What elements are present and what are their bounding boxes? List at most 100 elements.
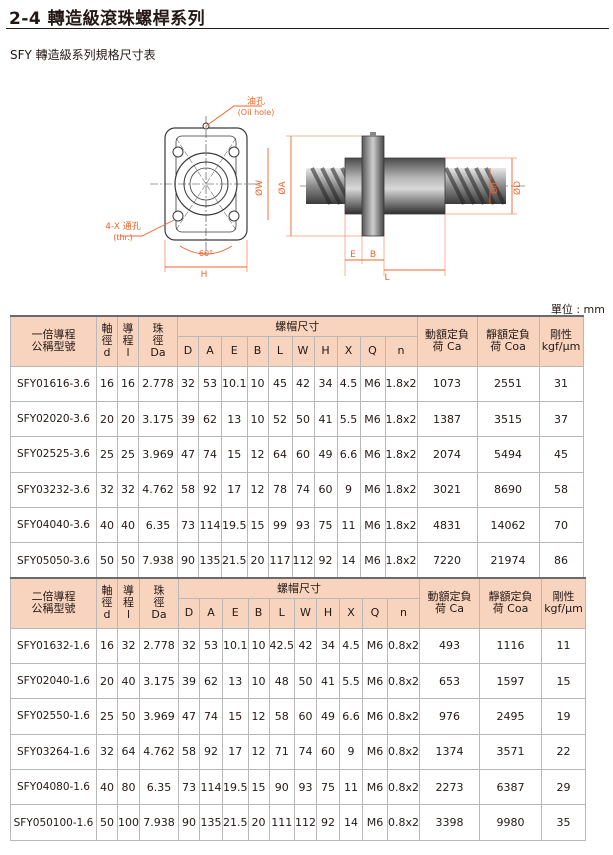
cell-static-load-coa: 9980 [479,804,543,841]
header-model: 一倍導程公稱型號 [10,315,97,367]
cell-ball-da: 4.762 [139,733,179,771]
cell-dim-b: 10 [247,662,270,700]
dim-a-label: ØA [277,181,288,195]
cell-dim-d: 47 [178,698,200,735]
header-dim-n: n [386,597,421,629]
cell-dim-e: 19.5 [221,507,248,544]
cell-dim-h: 60 [313,471,338,509]
cell-ball-da: 3.969 [138,436,178,473]
cell-dynamic-load-ca: 1374 [419,733,481,771]
cell-dim-d: 39 [177,400,199,438]
dim-bigd-label: ØD [512,181,523,195]
header-nut-dimensions: 螺帽尺寸 [177,315,418,337]
cell-dim-h: 49 [313,436,338,473]
header-dim-l: L [267,335,293,367]
dim-w-label: ØW [254,180,265,196]
cell-lead: 40 [117,507,139,544]
cell-static-load-coa: 6387 [479,769,543,806]
cell-shaft-d: 16 [96,365,118,402]
header-dim-b: B [247,597,270,629]
cell-dim-x: 6.6 [339,698,363,735]
cell-lead: 32 [117,471,139,509]
cell-ball-da: 3.969 [139,698,179,735]
cell-dim-n: 0.8x2 [386,769,421,806]
cell-lead: 40 [117,662,140,700]
cell-dynamic-load-ca: 3021 [416,471,478,509]
cell-stiffness: 45 [538,436,584,473]
header-dim-e: E [222,597,249,629]
cell-dim-q: M6 [362,733,388,771]
cell-shaft-d: 40 [96,769,118,806]
header-model: 二倍導程公稱型號 [10,577,97,629]
cell-ball-da: 6.35 [138,507,178,544]
cell-lead: 100 [117,804,140,841]
cell-dim-w: 50 [291,400,315,438]
cell-dim-h: 92 [313,542,338,579]
cell-dim-d: 32 [177,365,199,402]
ball-screw-nut-drawing: 油孔 (Oil hole) 4-X 通孔 (thr.) 60° H ØW ØA [105,95,525,283]
header-dim-d: D [177,335,199,367]
cell-dim-b: 10 [246,400,269,438]
cell-shaft-d: 20 [96,662,118,700]
cell-ball-da: 3.175 [138,400,178,438]
cell-dim-w: 112 [294,804,317,841]
cell-lead: 64 [117,733,140,771]
cell-dim-x: 9 [339,733,363,771]
cell-dim-a: 62 [198,400,222,438]
cell-shaft-d: 32 [96,733,118,771]
cell-dim-e: 13 [222,662,249,700]
cell-lead: 80 [117,769,140,806]
cell-dim-a: 114 [199,769,223,806]
cell-dim-q: M6 [359,507,386,544]
cell-dim-a: 92 [198,471,222,509]
cell-dynamic-load-ca: 653 [419,662,481,700]
cell-dim-b: 12 [246,471,269,509]
cell-dim-h: 49 [316,698,340,735]
cell-dim-l: 42.5 [268,627,295,664]
cell-stiffness: 22 [541,733,587,771]
cell-dim-w: 50 [294,662,317,700]
header-static-load: 靜額定負荷 Coa [479,577,543,629]
cell-dim-n: 0.8x2 [386,627,421,664]
cell-dim-h: 41 [316,662,340,700]
header-dim-l: L [268,597,295,629]
header-dim-q: Q [362,597,388,629]
cell-dim-a: 74 [199,698,223,735]
cell-stiffness: 15 [541,662,587,700]
cell-static-load-coa: 8690 [476,471,540,509]
cell-dim-q: M6 [362,804,388,841]
cell-model: SFY02020-3.6 [10,400,97,438]
cell-dim-q: M6 [362,769,388,806]
cell-dim-x: 11 [339,769,363,806]
header-dim-x: X [336,335,361,367]
cell-dynamic-load-ca: 1073 [416,365,478,402]
header-dim-n: n [384,335,418,367]
cell-model: SFY05050-3.6 [10,542,97,579]
cell-dim-l: 117 [267,542,293,579]
cell-dynamic-load-ca: 976 [419,698,481,735]
cell-dim-a: 92 [199,733,223,771]
cell-dim-a: 135 [199,804,223,841]
page-title: 2-4 轉造級滾珠螺桿系列 [9,9,206,29]
cell-stiffness: 19 [541,698,587,735]
oil-hole-label: 油孔 [247,95,265,107]
cell-dim-h: 60 [316,733,340,771]
cell-dim-h: 34 [313,365,338,402]
cell-dim-l: 45 [267,365,293,402]
cell-dim-e: 21.5 [222,804,249,841]
cell-dim-l: 52 [267,400,293,438]
cell-dim-b: 15 [246,507,269,544]
cell-dim-d: 73 [178,769,200,806]
cell-lead: 50 [117,698,140,735]
cell-dim-l: 48 [268,662,295,700]
dim-d-label: Ød [489,182,499,193]
